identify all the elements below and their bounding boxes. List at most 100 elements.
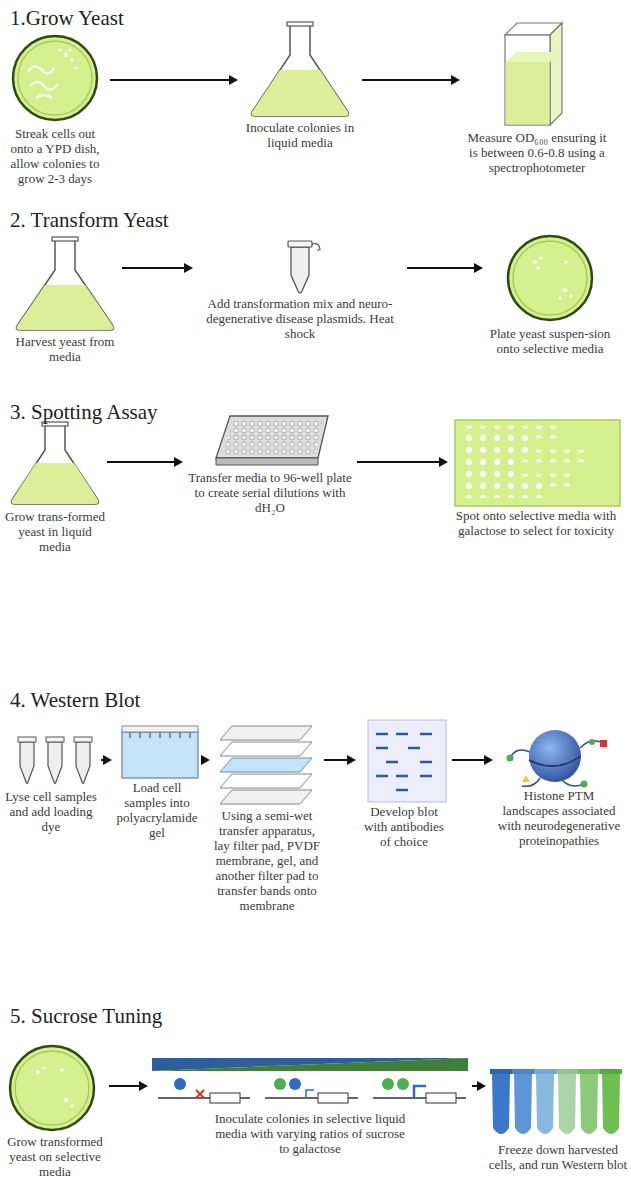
arrow-head (477, 1081, 486, 1091)
tube-cap (578, 1069, 600, 1074)
arrow-head (474, 263, 483, 273)
step-caption: Grow trans-formed yeast in liquid media (5, 509, 105, 554)
colony (58, 48, 61, 51)
tube (514, 1074, 532, 1134)
step-node: Load cell samples into polyacrylamide ge… (114, 722, 200, 840)
well-plate (216, 416, 328, 465)
ptm-mark (507, 755, 514, 762)
arrow-head (347, 755, 356, 765)
sucrose-wedge (152, 1058, 468, 1071)
dish-rim (508, 236, 592, 320)
blot (368, 720, 446, 802)
tube-cap (490, 1069, 512, 1074)
comb-teeth (130, 732, 190, 738)
colony (536, 266, 540, 270)
flask-body (11, 425, 98, 504)
step-caption: Add transformation mix and neuro-degener… (195, 296, 405, 341)
cuvette-liquid (506, 62, 550, 124)
tube (48, 742, 62, 784)
arrow-head (484, 755, 493, 765)
flask-body (251, 25, 348, 116)
arrow-head (201, 755, 210, 765)
step-caption: Inoculate colonies in selective liquid m… (210, 1111, 410, 1156)
flow-arrow (362, 75, 460, 85)
wells (222, 420, 323, 454)
tube-body (291, 247, 309, 293)
tube-cap (18, 737, 36, 742)
step-node: Harvest yeast from media (10, 238, 120, 364)
step-caption: Load cell samples into polyacrylamide ge… (114, 780, 200, 840)
colony (64, 53, 68, 57)
step-node: Inoculate colonies in liquid media (240, 24, 360, 150)
tube-cap (600, 1069, 622, 1074)
flow-arrow (472, 1081, 486, 1091)
step-caption: Develop blot with antibodies of choice (358, 804, 450, 849)
arrow-line (324, 759, 348, 761)
flow-arrow (452, 755, 493, 765)
gel-layer (220, 758, 312, 772)
flask-rim (52, 237, 78, 241)
petri-dish (508, 236, 592, 320)
gene-box (210, 1093, 240, 1103)
flask (11, 422, 98, 504)
flask-rim (287, 22, 313, 26)
section-title: 3. Spotting Assay (10, 400, 158, 424)
cap-hinge (312, 244, 320, 250)
sucrose-factor (289, 1078, 301, 1090)
step-node: Using a semi-wet transfer apparatus, lay… (212, 718, 322, 913)
arrow-line (407, 267, 475, 269)
spot-plate (455, 420, 620, 506)
cuvette (505, 23, 562, 125)
transfer-stack (220, 726, 312, 804)
arrow-line (109, 1085, 140, 1087)
ptm-mark (600, 740, 607, 747)
step-node: Plate yeast suspen-sion onto selective m… (485, 234, 615, 356)
spot-row (462, 438, 532, 450)
comb (122, 726, 198, 732)
step-caption: Plate yeast suspen-sion onto selective m… (485, 326, 615, 356)
spot-row (462, 474, 574, 486)
tube (492, 1074, 510, 1134)
gel (122, 726, 198, 778)
colony (60, 1068, 64, 1072)
arrow-line (362, 79, 452, 81)
sample-tubes (18, 737, 92, 784)
arrow-line (122, 267, 185, 269)
ptm-mark (589, 739, 595, 745)
flow-arrow (110, 75, 238, 85)
tube-cap (46, 737, 64, 742)
gene-box (426, 1093, 456, 1103)
flow-arrow (201, 755, 210, 765)
flow-arrow (122, 263, 193, 273)
flask-body (16, 240, 113, 330)
colony (563, 288, 567, 292)
dish-rim (10, 1046, 94, 1130)
strong-promoter-arrow (414, 1086, 426, 1098)
dish-rim (13, 36, 97, 120)
microtube (288, 241, 320, 293)
step-caption: Transfer media to 96-well plate to creat… (185, 470, 355, 515)
step-node: Lyse cell samples and add loading dye (3, 733, 99, 834)
step-caption: Streak cells out onto a YPD dish, allow … (2, 126, 108, 186)
section-title: 4. Western Blot (10, 688, 140, 712)
colony (533, 260, 537, 264)
colony (569, 294, 572, 297)
galactose-wedge (152, 1058, 468, 1071)
liquid-surface (506, 52, 562, 62)
arrow-line (110, 79, 230, 81)
colony (42, 1066, 45, 1069)
flask-liquid (11, 463, 98, 504)
tube (536, 1074, 554, 1134)
colony (64, 1098, 68, 1102)
galactose-factor (382, 1078, 394, 1090)
ptm-mark (522, 775, 530, 782)
bands (376, 734, 432, 790)
flask-liquid (251, 70, 348, 116)
membrane (368, 720, 446, 802)
petri-dish (13, 36, 97, 120)
cuvette-front (505, 35, 550, 125)
step-caption: Using a semi-wet transfer apparatus, lay… (212, 808, 322, 913)
pvdf-membrane (220, 774, 312, 788)
colony (564, 260, 567, 263)
arrow-head (439, 457, 448, 467)
